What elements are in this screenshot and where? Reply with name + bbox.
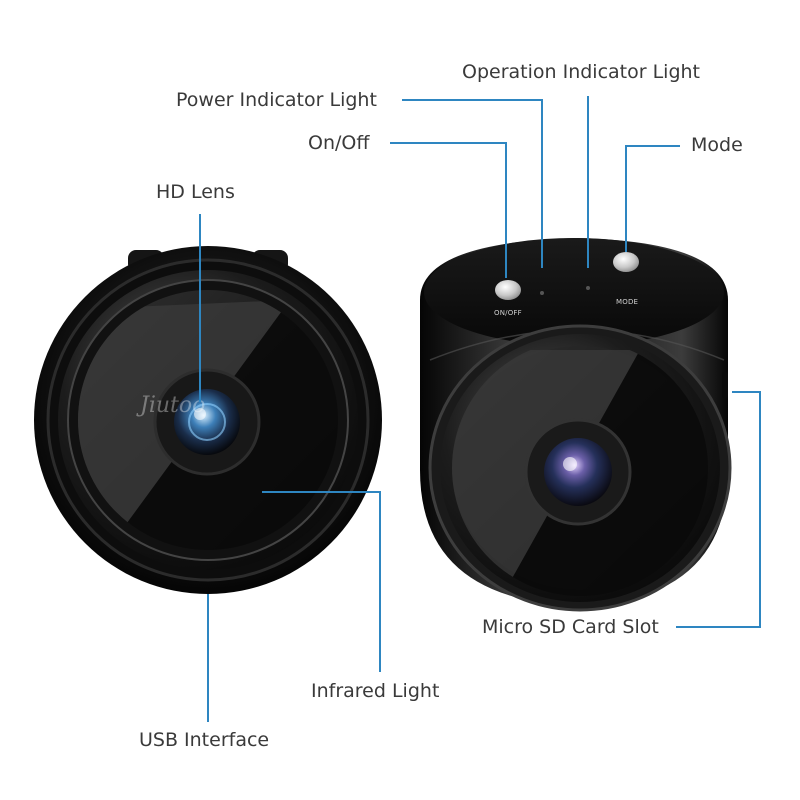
right-camera: ON/OFF MODE	[420, 238, 732, 612]
left-camera: Jiutoo	[34, 246, 382, 594]
leader-power-indicator	[402, 99, 543, 268]
label-operation-indicator-light: Operation Indicator Light	[462, 61, 701, 83]
watermark: Jiutoo	[136, 393, 205, 418]
label-mode: Mode	[691, 134, 743, 156]
label-micro-sd-card-slot: Micro SD Card Slot	[482, 616, 659, 638]
right-lens	[544, 438, 612, 506]
right-camera-top	[424, 238, 724, 346]
mode-button	[613, 252, 639, 272]
label-power-indicator-light: Power Indicator Light	[176, 89, 377, 111]
label-infrared-light: Infrared Light	[311, 680, 440, 702]
power-indicator-light	[540, 291, 544, 295]
label-hd-lens: HD Lens	[156, 181, 235, 203]
label-usb-interface: USB Interface	[139, 729, 270, 751]
on-off-button-label: ON/OFF	[494, 309, 522, 317]
leader-sd-slot	[676, 391, 761, 628]
operation-indicator-light	[586, 286, 590, 290]
leader-mode	[625, 145, 680, 252]
label-on-off: On/Off	[308, 132, 370, 154]
micro-sd-card-slot	[722, 372, 728, 398]
leader-infrared	[262, 491, 381, 672]
leader-on-off	[390, 142, 507, 278]
mode-button-label: MODE	[616, 298, 638, 306]
on-off-button	[495, 280, 521, 300]
hd-lens	[174, 389, 240, 455]
leader-lines	[199, 96, 761, 722]
